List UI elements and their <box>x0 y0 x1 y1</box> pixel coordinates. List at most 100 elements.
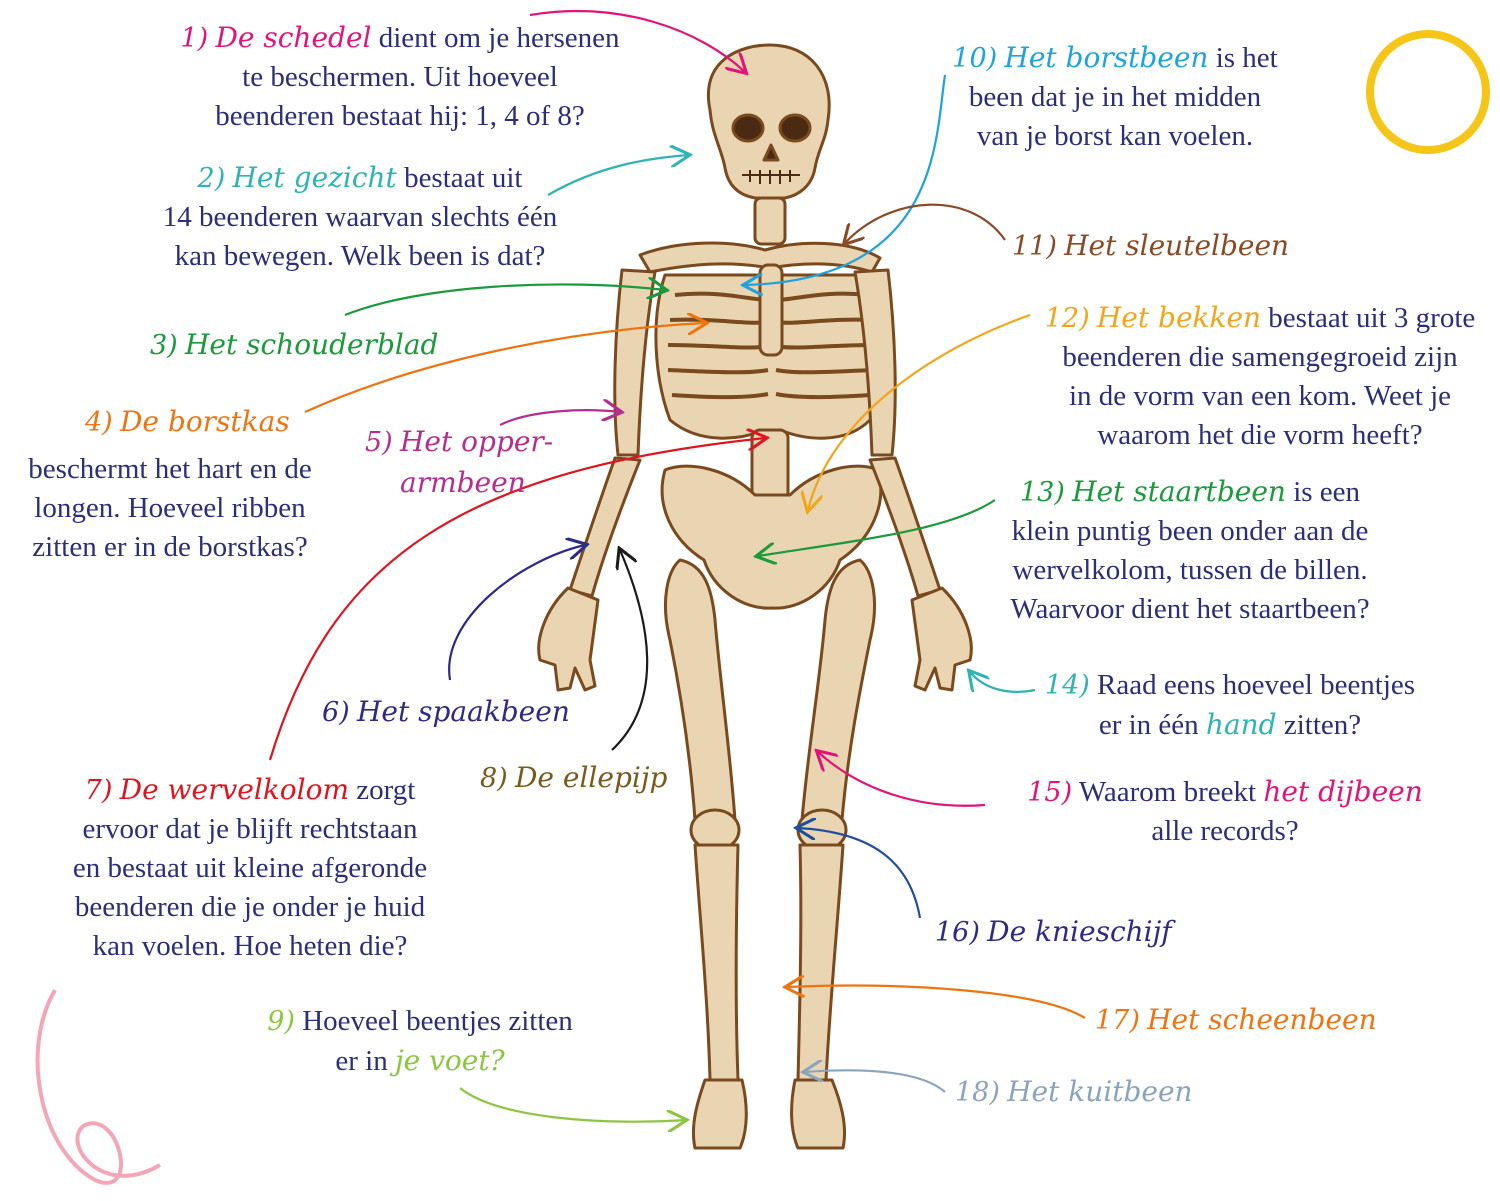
label-text: bestaat uit 3 grote <box>1268 302 1475 334</box>
term-hand: hand <box>1206 708 1277 741</box>
label-text: zorgt <box>356 774 415 806</box>
label-text: alle records? <box>1010 812 1440 851</box>
label-clavicle: 11) Het sleutelbeen <box>1012 226 1289 266</box>
label-text: klein puntig been onder aan de <box>965 512 1415 551</box>
label-text: beenderen die samengegroeid zijn <box>1020 338 1500 377</box>
label-text: wervelkolom, tussen de billen. <box>965 551 1415 590</box>
label-number: 18) <box>955 1077 1000 1108</box>
term-sternum: Het borstbeen <box>1004 41 1208 74</box>
label-text: te beschermen. Uit hoeveel <box>150 58 650 97</box>
clavicle <box>640 243 880 272</box>
term-humerus-cont: armbeen <box>400 466 526 499</box>
left-hand <box>539 588 598 690</box>
label-number: 2) <box>198 163 226 194</box>
label-shoulder-blade: 3) Het schouderblad <box>150 325 438 365</box>
term-humerus: Het opper- <box>400 425 553 458</box>
label-text: zitten? <box>1284 709 1361 741</box>
label-text: dient om je hersenen <box>379 22 620 54</box>
shin-left <box>695 845 738 1080</box>
right-hand <box>912 588 971 690</box>
label-text: kan voelen. Hoe heten die? <box>30 927 470 966</box>
label-text: is een <box>1293 476 1360 508</box>
sternum <box>760 265 782 355</box>
term-skull: De schedel <box>215 21 371 54</box>
label-number: 14) <box>1045 670 1090 701</box>
label-text: er in <box>335 1045 387 1077</box>
femur-right <box>802 560 875 820</box>
label-number: 6) <box>322 697 350 728</box>
left-foot <box>693 1080 746 1148</box>
label-ulna: 8) De ellepijp <box>480 758 667 798</box>
term-shoulder-blade: Het schouderblad <box>185 328 439 361</box>
label-text: in de vorm van een kom. Weet je <box>1020 377 1500 416</box>
label-kneecap: 16) De knieschijf <box>935 912 1172 952</box>
label-femur: 15) Waarom breekt het dijbeen alle recor… <box>1010 772 1440 851</box>
label-number: 5) <box>365 427 393 458</box>
term-face: Het gezicht <box>233 161 397 194</box>
label-text: beenderen bestaat hij: 1, 4 of 8? <box>150 97 650 136</box>
right-foot <box>792 1080 845 1148</box>
term-pelvis: Het bekken <box>1097 301 1261 334</box>
label-text: er in één <box>1099 709 1199 741</box>
label-number: 12) <box>1045 303 1090 334</box>
term-radius: Het spaakbeen <box>357 695 570 728</box>
label-spine: 7) De wervelkolom zorgt ervoor dat je bl… <box>30 770 470 966</box>
label-number: 4) <box>85 407 113 438</box>
term-rib-cage: De borstkas <box>120 405 290 438</box>
arrow-8 <box>612 550 647 750</box>
term-femur: het dijbeen <box>1263 775 1422 808</box>
label-humerus: 5) Het opper- armbeen <box>365 422 553 503</box>
label-text: beenderen die je onder je huid <box>30 888 470 927</box>
label-text: van je borst kan voelen. <box>915 117 1315 156</box>
label-text: 14 beenderen waarvan slechts één <box>110 198 610 237</box>
label-number: 1) <box>180 23 208 54</box>
term-fibula: Het kuitbeen <box>1007 1075 1192 1108</box>
arrow-9 <box>460 1088 685 1122</box>
term-coccyx: Het staartbeen <box>1072 475 1286 508</box>
term-kneecap: De knieschijf <box>987 915 1172 948</box>
term-shinbone: Het scheenbeen <box>1147 1003 1377 1036</box>
spine <box>752 430 788 500</box>
decorative-swirl <box>38 990 160 1183</box>
label-number: 9) <box>267 1006 295 1037</box>
term-foot: je voet? <box>395 1044 505 1077</box>
label-text: Raad eens hoeveel beentjes <box>1097 669 1415 701</box>
label-rib-cage-heading: 4) De borstkas <box>85 402 290 442</box>
label-number: 7) <box>85 775 113 806</box>
sun-circle <box>1370 34 1486 150</box>
label-foot: 9) Hoeveel beentjes zitten er in je voet… <box>230 1002 610 1081</box>
label-number: 15) <box>1027 777 1072 808</box>
term-ulna: De ellepijp <box>515 761 667 794</box>
term-spine: De wervelkolom <box>120 773 349 806</box>
label-number: 11) <box>1012 231 1057 262</box>
arrow-11 <box>845 205 1005 243</box>
label-number: 17) <box>1095 1005 1140 1036</box>
femur-left <box>665 560 735 820</box>
label-text: Hoeveel beentjes zitten <box>302 1005 573 1037</box>
label-shinbone: 17) Het scheenbeen <box>1095 1000 1377 1040</box>
label-text: kan bewegen. Welk been is dat? <box>110 237 610 276</box>
label-number: 13) <box>1020 477 1065 508</box>
label-number: 10) <box>952 43 997 74</box>
label-coccyx: 13) Het staartbeen is een klein puntig b… <box>965 472 1415 629</box>
label-fibula: 18) Het kuitbeen <box>955 1072 1193 1112</box>
label-text: beschermt het hart en de <box>0 450 340 489</box>
label-text: zitten er in de borstkas? <box>0 528 340 567</box>
label-text: is het <box>1216 42 1278 74</box>
term-clavicle: Het sleutelbeen <box>1064 229 1289 262</box>
label-text: longen. Hoeveel ribben <box>0 489 340 528</box>
label-rib-cage-text: beschermt het hart en de longen. Hoeveel… <box>0 450 340 567</box>
label-text: en bestaat uit kleine afgeronde <box>30 849 470 888</box>
label-radius: 6) Het spaakbeen <box>322 692 570 732</box>
shin-right <box>798 845 843 1080</box>
label-text: ervoor dat je blijft rechtstaan <box>30 810 470 849</box>
label-number: 8) <box>480 763 508 794</box>
label-number: 16) <box>935 917 980 948</box>
label-sternum: 10) Het borstbeen is het been dat je in … <box>915 38 1315 156</box>
label-face: 2) Het gezicht bestaat uit 14 beenderen … <box>110 158 610 276</box>
label-text: been dat je in het midden <box>915 78 1315 117</box>
label-text: waarom het die vorm heeft? <box>1020 416 1500 455</box>
label-text: bestaat uit <box>404 162 522 194</box>
label-pelvis: 12) Het bekken bestaat uit 3 grote beend… <box>1020 298 1500 455</box>
